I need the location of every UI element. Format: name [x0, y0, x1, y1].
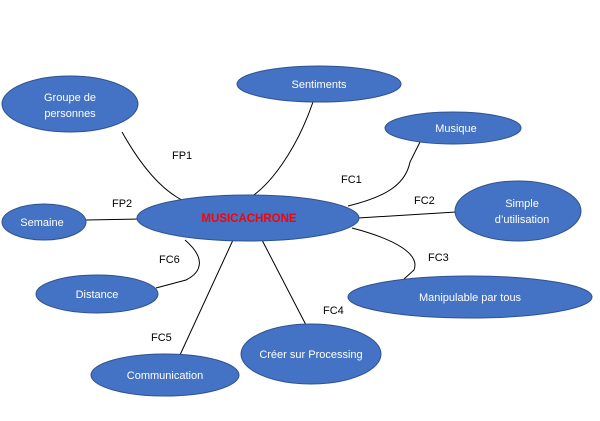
center-label: MUSICACHRONE — [201, 213, 297, 225]
edge-fc2 — [357, 211, 457, 219]
edge-label-fc4: FC4 — [323, 305, 344, 317]
edge-label-fc3: FC3 — [428, 252, 449, 264]
node-label: Manipulable par tous — [419, 292, 522, 304]
node-label: Semaine — [20, 217, 63, 229]
node-center-musicachrone: MUSICACHRONE — [136, 194, 360, 242]
node-label: Distance — [76, 289, 119, 301]
node-label: personnes — [44, 108, 96, 120]
edge-fc1 — [347, 141, 421, 207]
edge-fc3 — [351, 227, 416, 280]
edge-label-fc5: FC5 — [151, 332, 172, 344]
node-label: Communication — [127, 370, 203, 382]
node-label: d’utilisation — [495, 214, 549, 226]
node-label: Créer sur Processing — [259, 349, 362, 361]
node-distance: Distance — [35, 274, 159, 314]
node-label: Groupe de — [44, 92, 96, 104]
node-semaine: Semaine — [1, 203, 87, 241]
edge-fc4 — [261, 239, 307, 326]
node-sentiments: Sentiments — [236, 65, 402, 103]
node-communication: Communication — [90, 353, 240, 397]
node-musique: Musique — [384, 111, 522, 145]
edge-fp2 — [85, 218, 141, 221]
edge-fp1 — [121, 101, 314, 209]
edge-label-fp2: FP2 — [112, 198, 132, 210]
edge-fc5 — [179, 239, 234, 356]
node-label: Simple — [505, 198, 539, 210]
edge-fc6 — [155, 239, 200, 289]
edge-label-fc2: FC2 — [414, 195, 435, 207]
node-manipulable: Manipulable par tous — [347, 275, 593, 319]
edge-label-fp1: FP1 — [172, 150, 192, 162]
node-simple-utilisation: Simple d’utilisation — [454, 180, 582, 242]
edge-label-fc1: FC1 — [341, 174, 362, 186]
node-label: Sentiments — [291, 79, 347, 91]
node-creer-processing: Créer sur Processing — [240, 323, 382, 385]
node-label: Musique — [435, 123, 477, 135]
edge-label-fc6: FC6 — [159, 254, 180, 266]
node-groupe-de-personnes: Groupe de personnes — [1, 75, 139, 133]
